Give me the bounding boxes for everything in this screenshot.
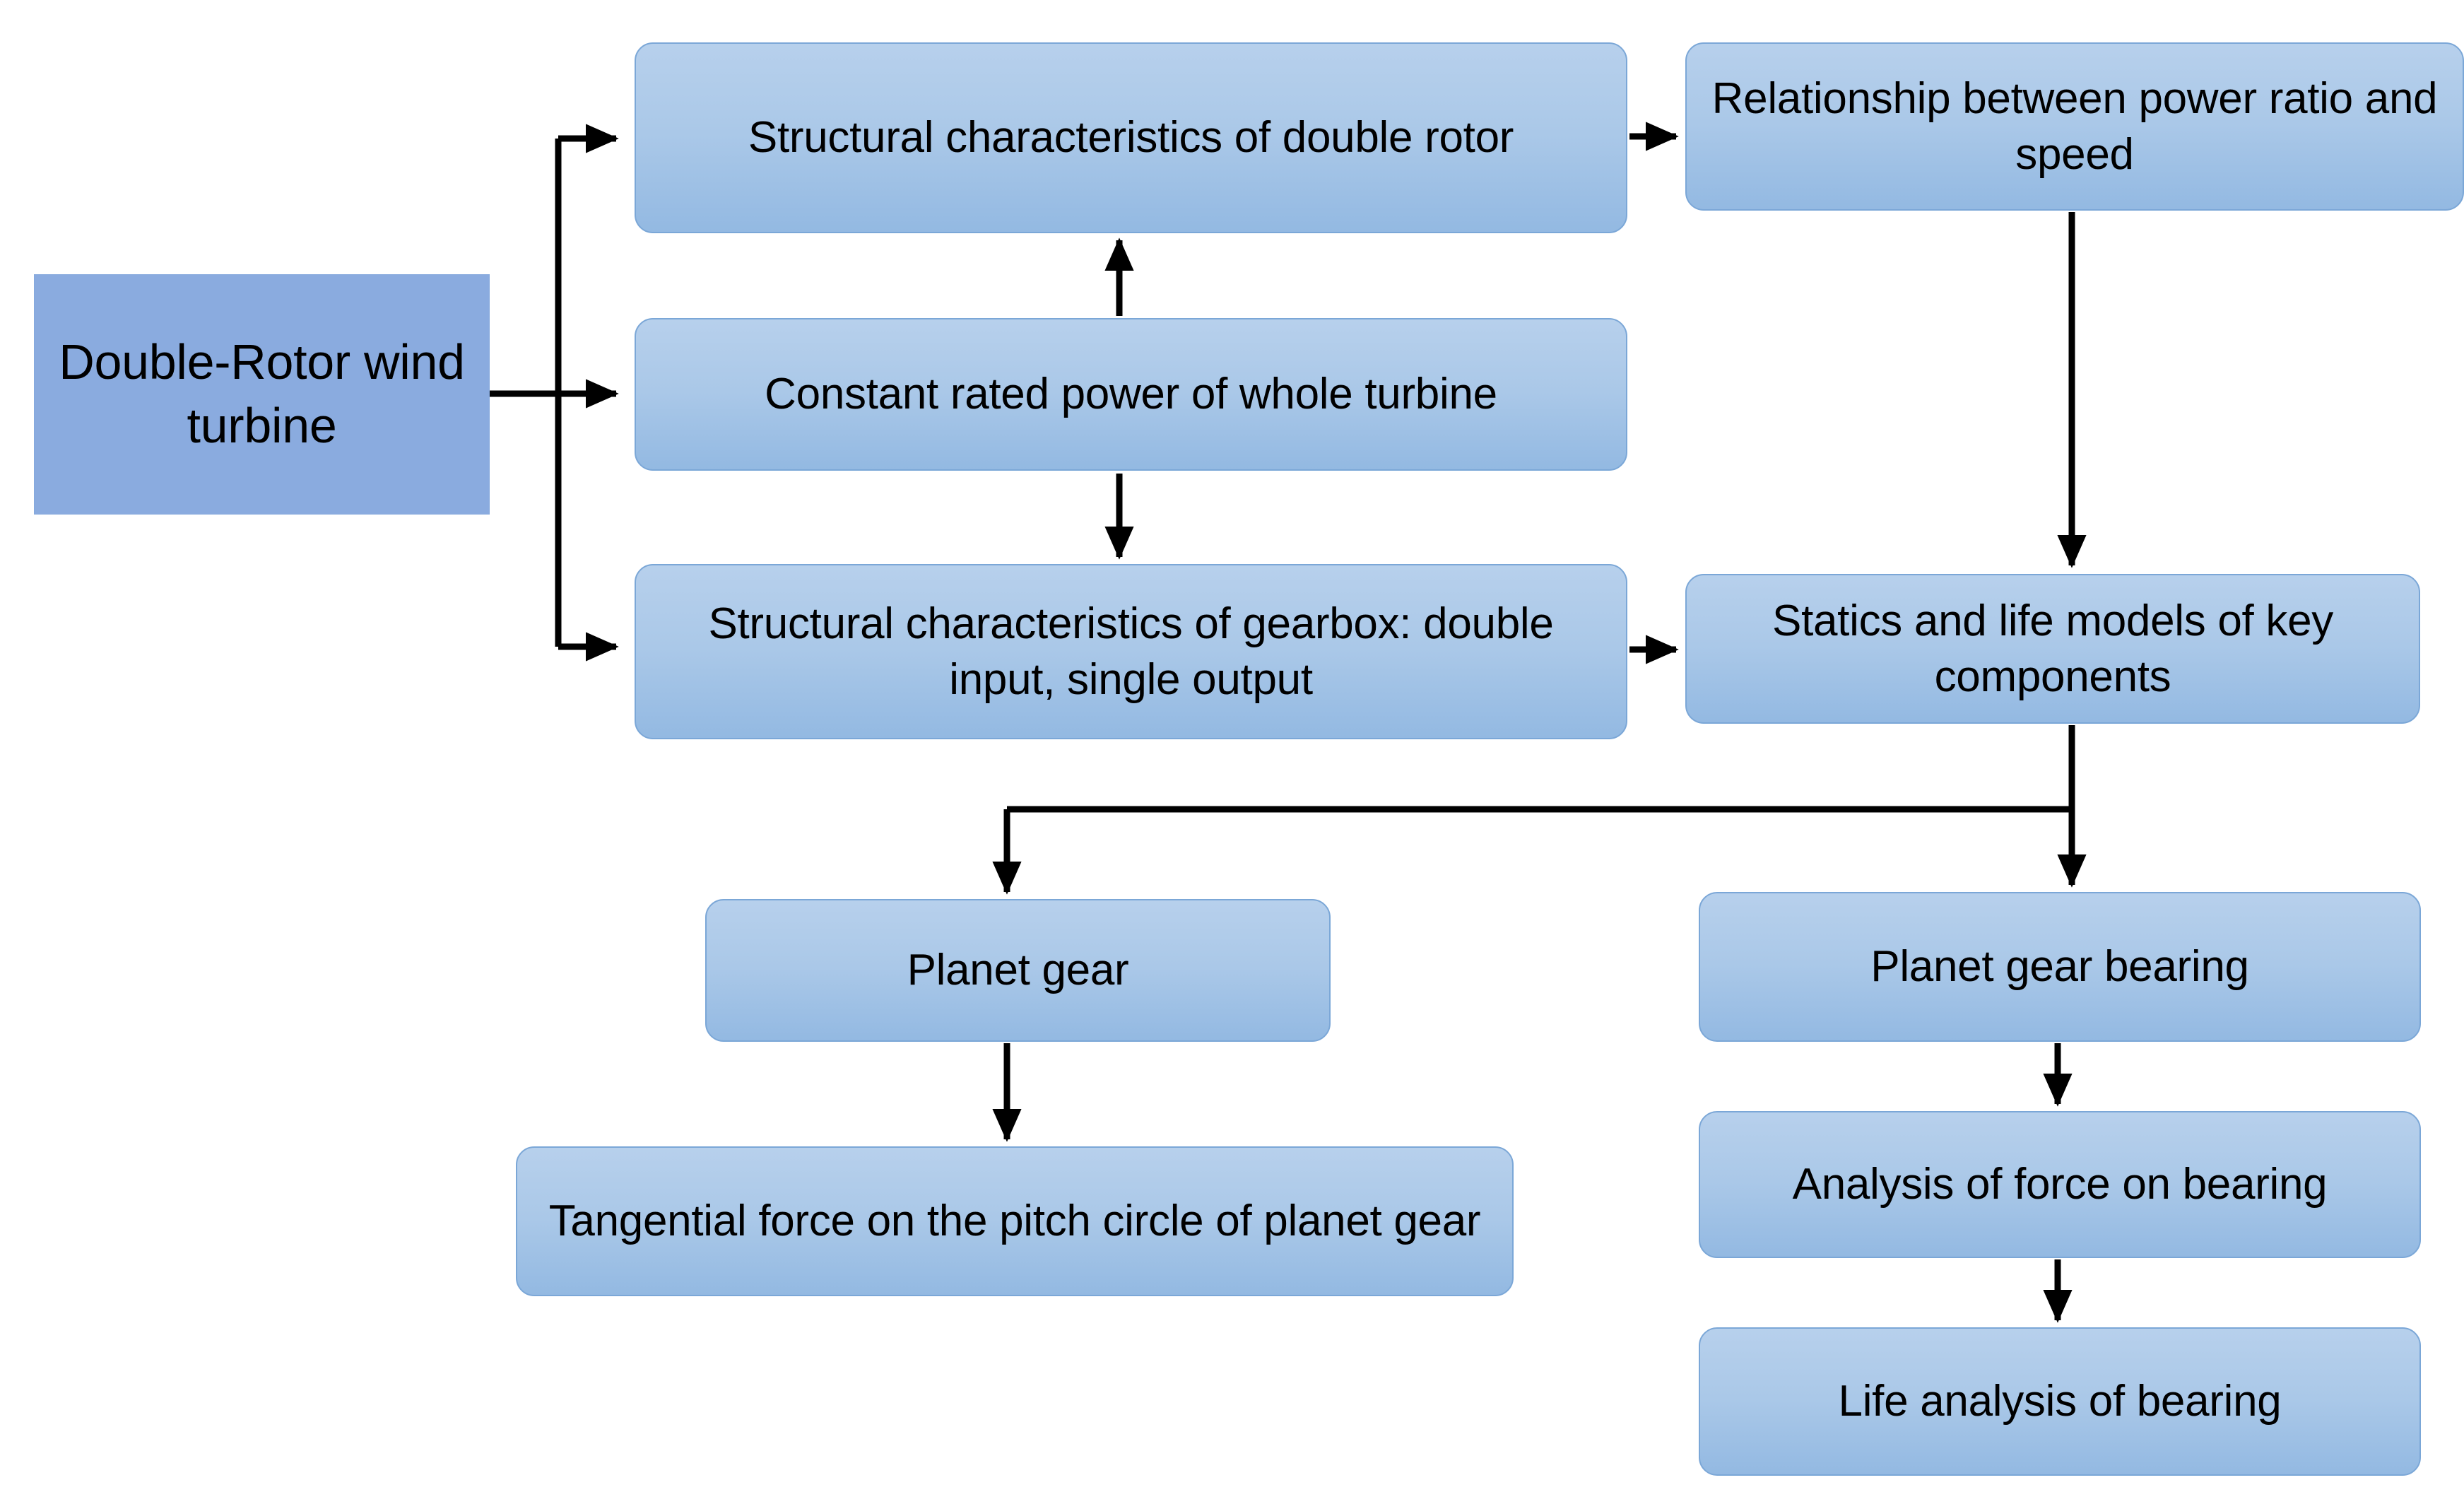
node-label: Planet gear bbox=[907, 946, 1129, 995]
node-analysis-of-force-on-bearing[interactable]: Analysis of force on bearing bbox=[1699, 1111, 2421, 1258]
node-structural-characteristics-of-double-rotor[interactable]: Structural characteristics of double rot… bbox=[635, 42, 1627, 233]
node-planet-gear[interactable]: Planet gear bbox=[705, 899, 1331, 1042]
node-label: Planet gear bearing bbox=[1870, 942, 2249, 992]
node-label: Double-Rotor wind turbine bbox=[59, 334, 465, 453]
node-label: Analysis of force on bearing bbox=[1792, 1160, 2328, 1209]
node-life-analysis-of-bearing[interactable]: Life analysis of bearing bbox=[1699, 1327, 2421, 1476]
node-label: Structural characteristics of double rot… bbox=[748, 113, 1514, 163]
node-planet-gear-bearing[interactable]: Planet gear bearing bbox=[1699, 892, 2421, 1042]
node-double-rotor-wind-turbine[interactable]: Double-Rotor wind turbine bbox=[34, 274, 490, 515]
node-constant-rated-power-of-whole-turbine[interactable]: Constant rated power of whole turbine bbox=[635, 318, 1627, 471]
node-label: Constant rated power of whole turbine bbox=[765, 370, 1497, 419]
node-label: Statics and life models of key component… bbox=[1772, 596, 2333, 701]
node-structural-characteristics-of-gearbox[interactable]: Structural characteristics of gearbox: d… bbox=[635, 564, 1627, 739]
node-relationship-between-power-ratio-and-speed[interactable]: Relationship between power ratio and spe… bbox=[1685, 42, 2464, 211]
node-tangential-force-on-pitch-circle-of-planet-gear[interactable]: Tangential force on the pitch circle of … bbox=[516, 1146, 1514, 1296]
node-statics-and-life-models-of-key-components[interactable]: Statics and life models of key component… bbox=[1685, 574, 2420, 724]
node-label: Relationship between power ratio and spe… bbox=[1711, 74, 2438, 179]
node-label: Structural characteristics of gearbox: d… bbox=[708, 599, 1554, 704]
node-label: Tangential force on the pitch circle of … bbox=[548, 1197, 1481, 1246]
node-label: Life analysis of bearing bbox=[1838, 1377, 2282, 1426]
